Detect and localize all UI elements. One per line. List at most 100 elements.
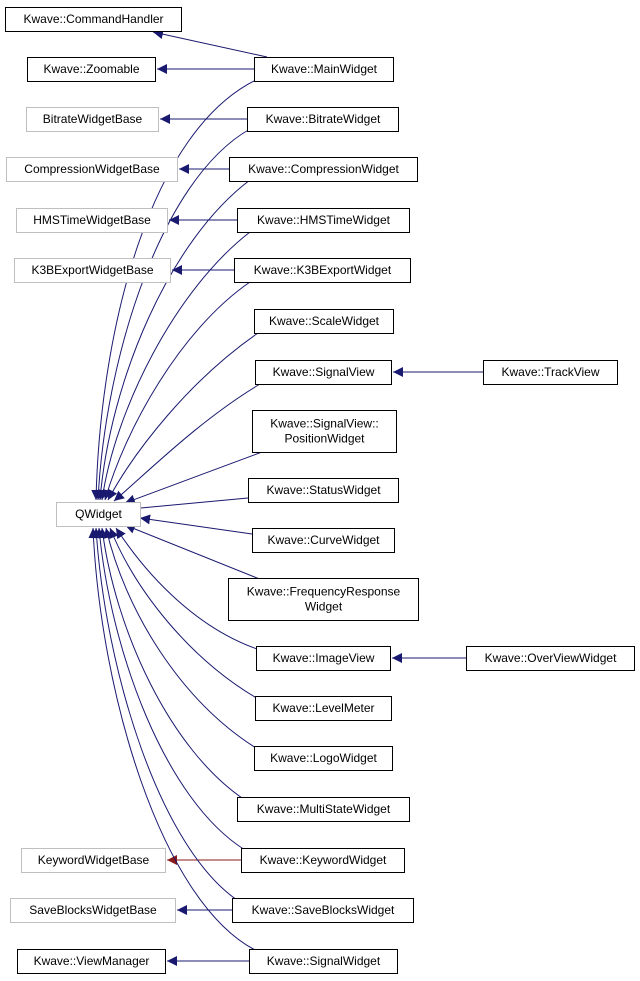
edge-mainwidget-to-commandhandler	[152, 29, 268, 58]
node-label: CompressionWidgetBase	[24, 162, 160, 176]
node-label: BitrateWidgetBase	[43, 112, 143, 126]
node-label: Kwave::FrequencyResponse	[247, 585, 401, 599]
node-box	[10, 898, 176, 923]
node-levelmeter[interactable]: Kwave::LevelMeter	[255, 696, 392, 721]
edge-bitratewidget-to-qwidget	[93, 128, 251, 501]
node-label: Kwave::OverViewWidget	[485, 651, 617, 665]
node-label: Kwave::ScaleWidget	[269, 314, 380, 328]
node-box	[249, 949, 398, 974]
node-label: K3BExportWidgetBase	[31, 263, 153, 277]
node-box	[14, 258, 171, 283]
node-box	[21, 848, 166, 873]
node-label: Kwave::K3BExportWidget	[254, 263, 392, 277]
node-hmstimewidget[interactable]: Kwave::HMSTimeWidget	[237, 208, 410, 233]
edge-positionwidget-to-qwidget	[124, 451, 263, 505]
node-label: QWidget	[75, 507, 122, 521]
node-hmsbase[interactable]: HMSTimeWidgetBase	[16, 208, 168, 233]
node-label: SaveBlocksWidgetBase	[29, 903, 157, 917]
node-multistatewidget[interactable]: Kwave::MultiStateWidget	[237, 797, 410, 822]
node-label: Kwave::SignalWidget	[267, 954, 381, 968]
node-label: HMSTimeWidgetBase	[33, 213, 151, 227]
node-label: Kwave::Zoomable	[43, 62, 139, 76]
node-box	[248, 478, 399, 503]
node-box	[56, 502, 141, 527]
node-box	[252, 410, 397, 453]
edge-logowidget-to-qwidget	[103, 527, 257, 749]
node-box	[254, 309, 394, 334]
node-label: Kwave::TrackView	[501, 365, 599, 379]
node-k3bbase[interactable]: K3BExportWidgetBase	[14, 258, 171, 283]
node-viewmanager[interactable]: Kwave::ViewManager	[17, 949, 166, 974]
node-label: Kwave::MainWidget	[271, 62, 378, 76]
edge-keywordwidget-to-qwidget	[94, 527, 246, 851]
node-label: Kwave::CurveWidget	[267, 533, 380, 547]
node-label: Kwave::MultiStateWidget	[257, 802, 391, 816]
node-imageview[interactable]: Kwave::ImageView	[256, 646, 391, 671]
node-compressionbase[interactable]: CompressionWidgetBase	[6, 157, 178, 182]
node-k3bexportwidget[interactable]: Kwave::K3BExportWidget	[234, 258, 411, 283]
edge-compressionwidget-to-qwidget	[95, 179, 251, 501]
node-keywordbase[interactable]: KeywordWidgetBase	[21, 848, 166, 873]
node-label: Kwave::CommandHandler	[23, 12, 163, 26]
node-box	[232, 898, 414, 923]
node-box	[241, 848, 405, 873]
node-box	[466, 646, 635, 671]
node-zoomable[interactable]: Kwave::Zoomable	[27, 57, 156, 82]
node-keywordwidget[interactable]: Kwave::KeywordWidget	[241, 848, 405, 873]
node-box	[247, 107, 399, 132]
node-label: Kwave::LevelMeter	[272, 701, 374, 715]
node-label: Kwave::ImageView	[273, 651, 375, 665]
node-overviewwidget[interactable]: Kwave::OverViewWidget	[466, 646, 635, 671]
node-box	[483, 360, 618, 385]
node-box	[229, 157, 418, 182]
node-signalwidget[interactable]: Kwave::SignalWidget	[249, 949, 398, 974]
node-label: KeywordWidgetBase	[38, 853, 150, 867]
node-curvewidget[interactable]: Kwave::CurveWidget	[252, 528, 395, 553]
node-mainwidget[interactable]: Kwave::MainWidget	[254, 57, 394, 82]
edge-freqresponse-to-qwidget	[124, 524, 263, 581]
node-positionwidget[interactable]: Kwave::SignalView::PositionWidget	[252, 410, 397, 453]
edge-statuswidget-to-qwidget	[129, 497, 249, 514]
node-trackview[interactable]: Kwave::TrackView	[483, 360, 618, 385]
node-label: Kwave::HMSTimeWidget	[257, 213, 391, 227]
edge-levelmeter-to-qwidget	[109, 527, 261, 701]
node-box	[254, 57, 394, 82]
node-bitratewidget[interactable]: Kwave::BitrateWidget	[247, 107, 399, 132]
node-label: Kwave::SignalView	[273, 365, 375, 379]
node-label: Kwave::SaveBlocksWidget	[252, 903, 395, 917]
edge-scalewidget-to-qwidget	[107, 332, 259, 501]
node-box	[255, 360, 392, 385]
node-saveblocksbase[interactable]: SaveBlocksWidgetBase	[10, 898, 176, 923]
edge-imageview-to-qwidget	[115, 527, 261, 651]
edge-curvewidget-to-qwidget	[139, 514, 253, 535]
node-label: Kwave::KeywordWidget	[260, 853, 387, 867]
node-signalview[interactable]: Kwave::SignalView	[255, 360, 392, 385]
node-saveblockswidget[interactable]: Kwave::SaveBlocksWidget	[232, 898, 414, 923]
node-box	[255, 696, 392, 721]
node-label: PositionWidget	[284, 432, 365, 446]
node-box	[256, 646, 391, 671]
nodes-layer: Kwave::CommandHandlerKwave::ZoomableBitr…	[5, 7, 635, 974]
node-logowidget[interactable]: Kwave::LogoWidget	[254, 746, 393, 771]
node-qwidget[interactable]: QWidget	[56, 502, 141, 527]
node-label: Kwave::StatusWidget	[266, 483, 381, 497]
node-box	[254, 746, 393, 771]
node-bitratebase[interactable]: BitrateWidgetBase	[26, 107, 159, 132]
node-box	[237, 797, 410, 822]
edge-signalwidget-to-qwidget	[88, 527, 256, 951]
node-statuswidget[interactable]: Kwave::StatusWidget	[248, 478, 399, 503]
edge-mainwidget-to-qwidget	[91, 78, 259, 501]
node-compressionwidget[interactable]: Kwave::CompressionWidget	[229, 157, 418, 182]
edge-saveblockswidget-to-qwidget	[91, 527, 241, 903]
node-box	[228, 578, 419, 621]
node-label: Kwave::ViewManager	[34, 954, 150, 968]
node-box	[5, 7, 182, 32]
node-label: Kwave::LogoWidget	[270, 751, 377, 765]
node-box	[234, 258, 411, 283]
node-scalewidget[interactable]: Kwave::ScaleWidget	[254, 309, 394, 334]
node-commandhandler[interactable]: Kwave::CommandHandler	[5, 7, 182, 32]
edge-multistatewidget-to-qwidget	[98, 527, 246, 801]
edge-k3bexportwidget-to-qwidget	[102, 281, 251, 501]
